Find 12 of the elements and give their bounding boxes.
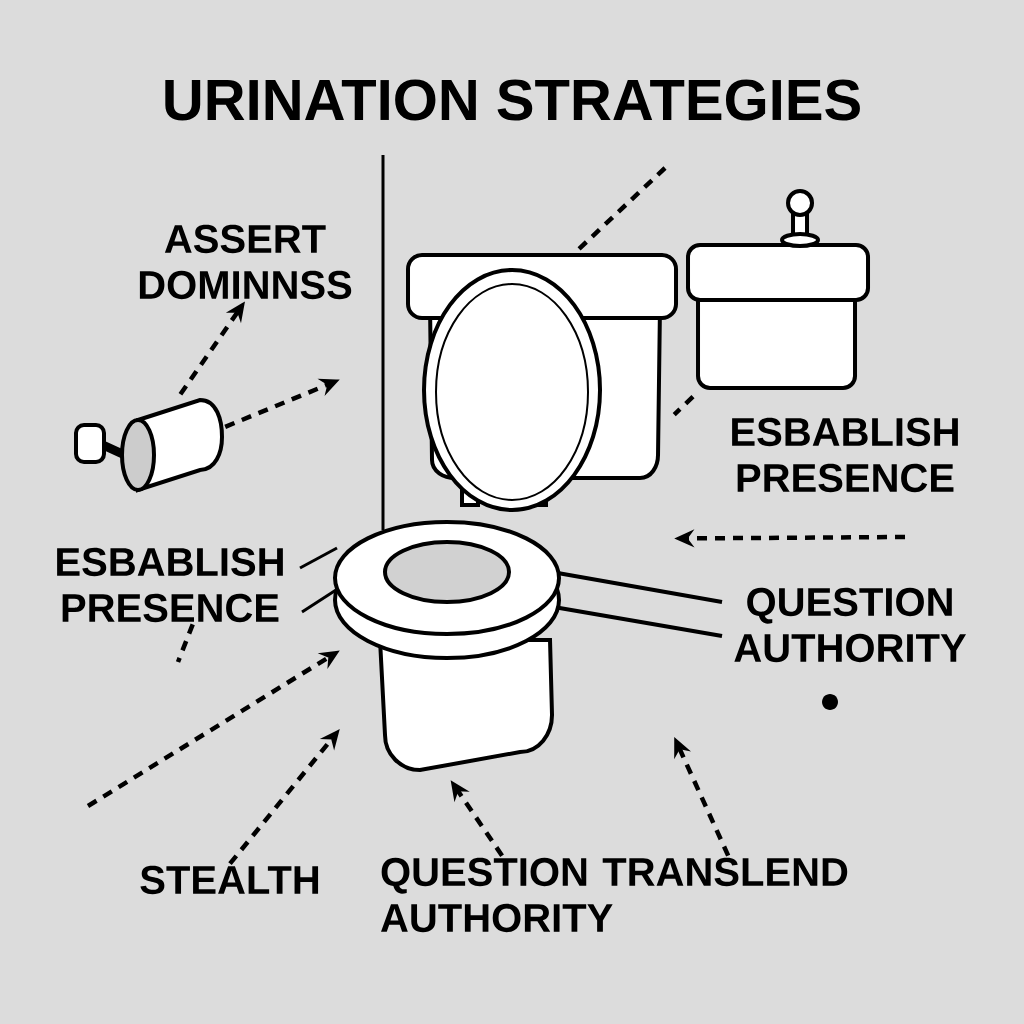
strategy-label: QUESTION AUTHORITY: [734, 587, 967, 663]
strategy-label: ESBABLISH PRESENCE: [732, 417, 958, 493]
toilet-tank-drawing: [686, 189, 870, 390]
title: URINATION STRATEGIES: [165, 79, 860, 121]
strategy-label: ASSERT DOMINNSS: [139, 224, 352, 300]
dashed-line: [576, 166, 667, 252]
toilet-paper-drawing: [74, 398, 224, 492]
dashed-line: [672, 395, 695, 417]
strategy-label: QUESTION TRANSLEND AUTHORITY: [381, 857, 848, 933]
strategy-label: STEALTH: [140, 865, 319, 895]
dashed-line: [175, 623, 195, 663]
strategy-label: ESBABLISH PRESENCE: [57, 547, 283, 623]
